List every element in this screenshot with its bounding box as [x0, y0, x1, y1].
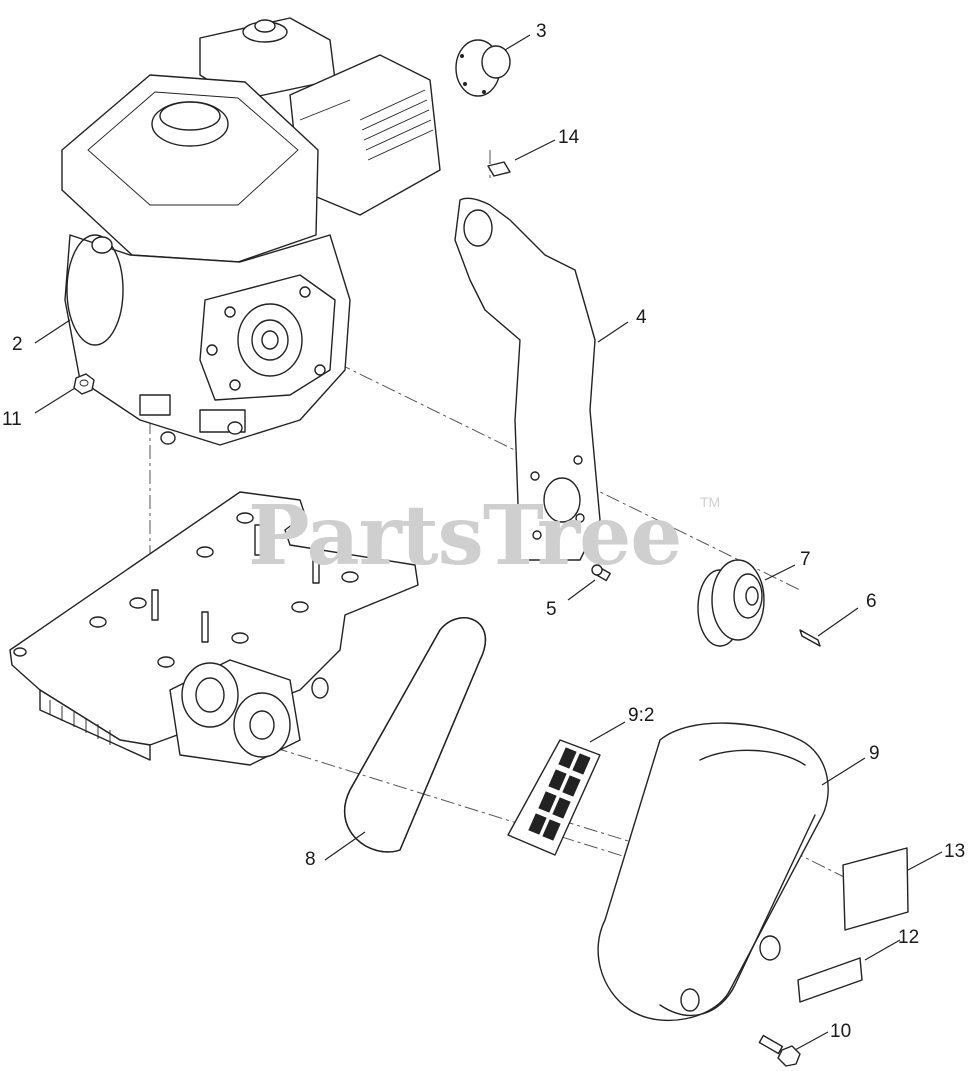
- callout-6: 6: [866, 591, 877, 612]
- part-12-label: [797, 957, 863, 1003]
- part-8-belt: [343, 617, 487, 853]
- callout-13: 13: [944, 841, 966, 862]
- callout-2: 2: [12, 334, 23, 355]
- callout-11: 11: [2, 409, 22, 430]
- part-7-pulley: [697, 559, 765, 647]
- part-4-bracket: [454, 197, 601, 561]
- part-5-bolt: [591, 564, 611, 582]
- callout-5: 5: [546, 599, 557, 620]
- callout-12: 12: [898, 927, 920, 948]
- part-3-flange: [455, 39, 511, 97]
- part-14-decal: [487, 161, 511, 177]
- callout-7: 7: [800, 549, 811, 570]
- part-13-label: [842, 847, 909, 931]
- part-11-nut: [73, 373, 95, 395]
- leader-lines: [34, 34, 943, 1051]
- watermark-brand: PartsTree: [248, 488, 682, 584]
- callout-9-2: 9:2: [628, 705, 655, 726]
- callout-10: 10: [830, 1021, 852, 1042]
- callout-14: 14: [558, 127, 580, 148]
- part-2-engine: [61, 17, 441, 446]
- part-9-belt-guard: [597, 722, 829, 1022]
- part-6-key: [799, 629, 821, 647]
- callout-9: 9: [869, 743, 880, 764]
- callout-3: 3: [536, 21, 547, 42]
- watermark-trademark: TM: [700, 494, 721, 510]
- callout-4: 4: [636, 307, 647, 328]
- callout-8: 8: [305, 849, 316, 870]
- base-plate: [9, 491, 419, 766]
- part-10-bolt: [758, 1034, 801, 1067]
- part-9-2-screen: [507, 739, 601, 856]
